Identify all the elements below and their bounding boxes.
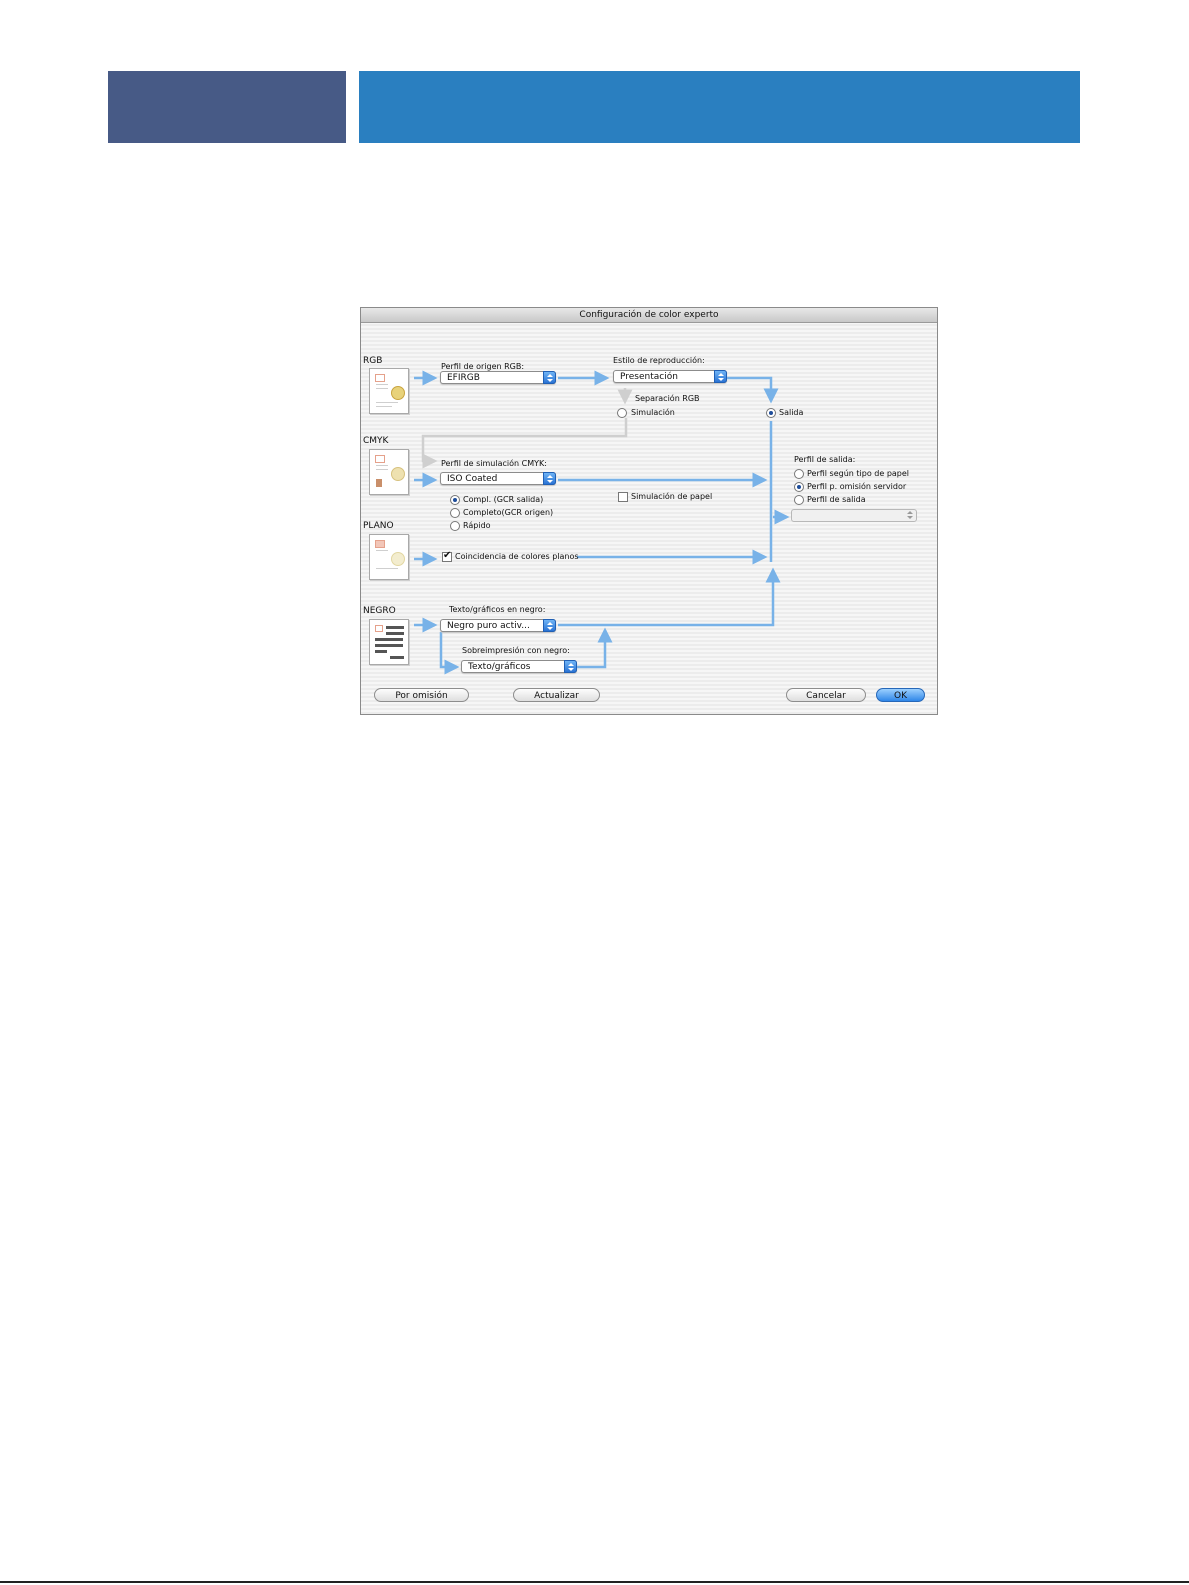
paper-simulation-checkbox[interactable] — [618, 492, 628, 502]
black-overprint-label: Sobreimpresión con negro: — [462, 646, 570, 655]
spot-color-matching-label: Coincidencia de colores planos — [455, 552, 579, 561]
paper-simulation-label: Simulación de papel — [631, 492, 713, 501]
output-profile-option-2: Perfil p. omisión servidor — [807, 482, 907, 491]
cmyk-method-option-3: Rápido — [463, 521, 491, 530]
select-arrows-icon — [543, 371, 556, 384]
cmyk-method-radio-full-source[interactable] — [450, 508, 460, 518]
output-profile-radio-server-default[interactable] — [794, 482, 804, 492]
black-document-icon — [369, 619, 409, 665]
output-profile-select[interactable] — [791, 509, 917, 522]
output-profile-option-3: Perfil de salida — [807, 495, 866, 504]
simulation-radio-label: Simulación — [631, 408, 675, 417]
rgb-source-profile-select[interactable]: EFIRGB — [440, 371, 556, 384]
black-text-graphics-label: Texto/gráficos en negro: — [449, 605, 546, 614]
output-profile-option-1: Perfil según tipo de papel — [807, 469, 910, 478]
dialog-title: Configuración de color experto — [361, 308, 937, 323]
spot-document-icon — [369, 534, 409, 580]
update-button[interactable]: Actualizar — [513, 688, 600, 702]
section-rgb-label: RGB — [363, 356, 383, 366]
simulation-radio[interactable] — [617, 408, 627, 418]
cmyk-simulation-profile-select[interactable]: ISO Coated — [440, 472, 556, 485]
black-text-graphics-select[interactable]: Negro puro activ... — [440, 619, 556, 632]
spot-color-matching-checkbox[interactable] — [442, 550, 452, 562]
cmyk-method-radio-fast[interactable] — [450, 521, 460, 531]
select-arrows-icon — [904, 509, 917, 522]
output-profile-radio-custom[interactable] — [794, 495, 804, 505]
select-arrows-icon — [714, 370, 727, 383]
rgb-document-icon — [369, 368, 409, 414]
black-overprint-select[interactable]: Texto/gráficos — [461, 660, 577, 673]
cmyk-method-option-2: Completo(GCR origen) — [463, 508, 554, 517]
black-text-graphics-value: Negro puro activ... — [447, 621, 530, 631]
section-plano-label: PLANO — [363, 521, 394, 531]
ok-button[interactable]: OK — [876, 688, 925, 702]
header-band-right — [359, 71, 1080, 143]
defaults-button[interactable]: Por omisión — [374, 688, 469, 702]
output-profile-radio-paper[interactable] — [794, 469, 804, 479]
rgb-source-profile-value: EFIRGB — [447, 373, 480, 383]
cmyk-document-icon — [369, 449, 409, 495]
black-overprint-value: Texto/gráficos — [468, 662, 531, 672]
cmyk-method-option-1: Compl. (GCR salida) — [463, 495, 544, 504]
rgb-source-profile-label: Perfil de origen RGB: — [441, 362, 525, 371]
expert-color-settings-dialog: Configuración de color experto RGB — [360, 307, 938, 715]
cmyk-simulation-profile-label: Perfil de simulación CMYK: — [441, 459, 547, 468]
rendering-style-value: Presentación — [620, 372, 678, 382]
output-radio-label: Salida — [779, 408, 804, 417]
select-arrows-icon — [543, 472, 556, 485]
cmyk-method-radio-full-output[interactable] — [450, 495, 460, 505]
header-band-left — [108, 71, 346, 143]
footer-rule — [0, 1581, 1189, 1583]
select-arrows-icon — [564, 660, 577, 673]
output-radio[interactable] — [766, 408, 776, 418]
flow-arrows — [414, 370, 790, 675]
section-negro-label: NEGRO — [363, 606, 396, 616]
output-profile-label: Perfil de salida: — [794, 455, 856, 464]
select-arrows-icon — [543, 619, 556, 632]
rendering-style-label: Estilo de reproducción: — [613, 356, 705, 365]
cancel-button[interactable]: Cancelar — [786, 688, 866, 702]
section-cmyk-label: CMYK — [363, 436, 389, 446]
cmyk-simulation-profile-value: ISO Coated — [447, 474, 498, 484]
rgb-separation-label: Separación RGB — [635, 394, 700, 403]
rendering-style-select[interactable]: Presentación — [613, 370, 727, 383]
